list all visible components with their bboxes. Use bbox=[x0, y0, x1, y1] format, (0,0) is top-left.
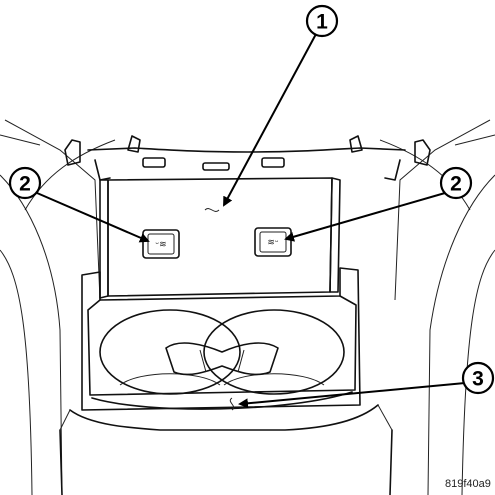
leader-line-1 bbox=[223, 33, 317, 207]
callout-3: 3 bbox=[461, 361, 495, 395]
leader-line-3 bbox=[238, 382, 466, 409]
right-seat-heater-switch: ≋ᵕ bbox=[254, 227, 292, 257]
leader-line-2-right bbox=[284, 192, 446, 242]
surrounding-seats bbox=[0, 119, 495, 495]
heated-seat-switch-panel bbox=[99, 177, 341, 299]
left-seat-heater-switch: ᵕ≋ bbox=[142, 229, 180, 259]
svg-text:ᵕ≋: ᵕ≋ bbox=[155, 240, 166, 250]
callout-2-left: 2 bbox=[8, 166, 42, 200]
console-housing bbox=[64, 135, 431, 181]
callout-2-right-label: 2 bbox=[450, 173, 462, 196]
leader-line-2-left bbox=[36, 192, 150, 243]
figure-id: 819f40a9 bbox=[445, 478, 491, 490]
svg-text:≋ᵕ: ≋ᵕ bbox=[267, 238, 279, 248]
leader-lines bbox=[36, 33, 466, 409]
callout-1: 1 bbox=[305, 4, 339, 38]
callout-2-right: 2 bbox=[439, 166, 473, 200]
console-lower-body bbox=[59, 397, 393, 495]
callout-2-left-label: 2 bbox=[19, 173, 31, 196]
cupholder-bin bbox=[81, 267, 361, 411]
callout-1-label: 1 bbox=[316, 11, 328, 34]
callout-3-label: 3 bbox=[472, 368, 484, 391]
